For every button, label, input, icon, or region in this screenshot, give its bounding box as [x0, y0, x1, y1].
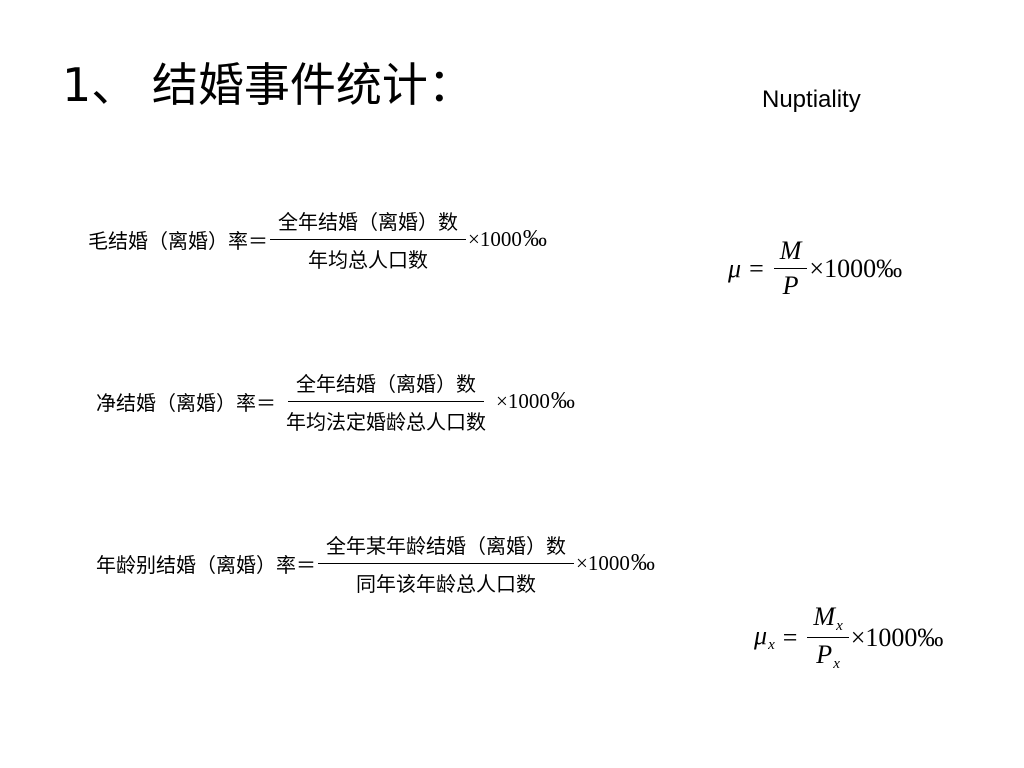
denominator: Px [816, 640, 840, 672]
formula-lhs: 毛结婚（离婚）率＝ [88, 229, 268, 253]
crude-marriage-rate-formula: 毛结婚（离婚）率＝ 全年结婚（离婚）数 年均总人口数 ×1000 ‰ [88, 206, 547, 273]
fraction: 全年结婚（离婚）数 年均总人口数 [270, 206, 466, 273]
slide-title: 1、 结婚事件统计： [62, 58, 474, 112]
fraction: 全年某年龄结婚（离婚）数 同年该年龄总人口数 [318, 530, 574, 597]
multiplier: ×1000 [576, 551, 630, 575]
net-marriage-rate-formula: 净结婚（离婚）率＝ 全年结婚（离婚）数 年均法定婚龄总人口数 ×1000 ‰ [96, 368, 575, 435]
denominator: P [782, 271, 799, 300]
numerator: 全年某年龄结婚（离婚）数 [318, 530, 574, 564]
numerator: M [773, 236, 808, 269]
denominator: 年均法定婚龄总人口数 [286, 410, 486, 434]
denominator: 年均总人口数 [308, 248, 428, 272]
per-mille-sign: ‰ [522, 226, 547, 252]
fraction: 全年结婚（离婚）数 年均法定婚龄总人口数 [278, 368, 494, 435]
per-mille-sign: ‰ [630, 550, 655, 576]
age-specific-marriage-rate-formula: 年龄别结婚（离婚）率＝ 全年某年龄结婚（离婚）数 同年该年龄总人口数 ×1000… [96, 530, 655, 597]
equals-sign: = [782, 622, 798, 652]
mu-symbol: μx [754, 621, 775, 653]
multiplier: ×1000 [468, 227, 522, 251]
formula-lhs: 净结婚（离婚）率＝ [96, 391, 276, 415]
fraction: M P [773, 236, 808, 301]
subscript: x [833, 656, 840, 672]
symbolic-formula-mu: μ = M P ×1000‰ [728, 236, 902, 301]
equals-sign: = [749, 253, 764, 283]
symbolic-formula-mu-x: μx = Mx Px ×1000‰ [754, 602, 943, 673]
subscript: x [768, 637, 775, 653]
subscript: x [836, 618, 843, 634]
mu-symbol: μ [728, 253, 742, 283]
multiplier: ×1000 [496, 389, 550, 413]
per-mille-sign: ‰ [550, 388, 575, 414]
denominator: 同年该年龄总人口数 [356, 572, 536, 596]
formula-lhs: 年龄别结婚（离婚）率＝ [96, 553, 316, 577]
slide-subtitle: Nuptiality [762, 86, 861, 113]
multiplier: ×1000‰ [809, 253, 903, 283]
numerator: Mx [807, 602, 849, 638]
multiplier: ×1000‰ [850, 622, 944, 652]
numerator: 全年结婚（离婚）数 [288, 368, 484, 402]
numerator: 全年结婚（离婚）数 [270, 206, 466, 240]
fraction: Mx Px [807, 602, 849, 673]
